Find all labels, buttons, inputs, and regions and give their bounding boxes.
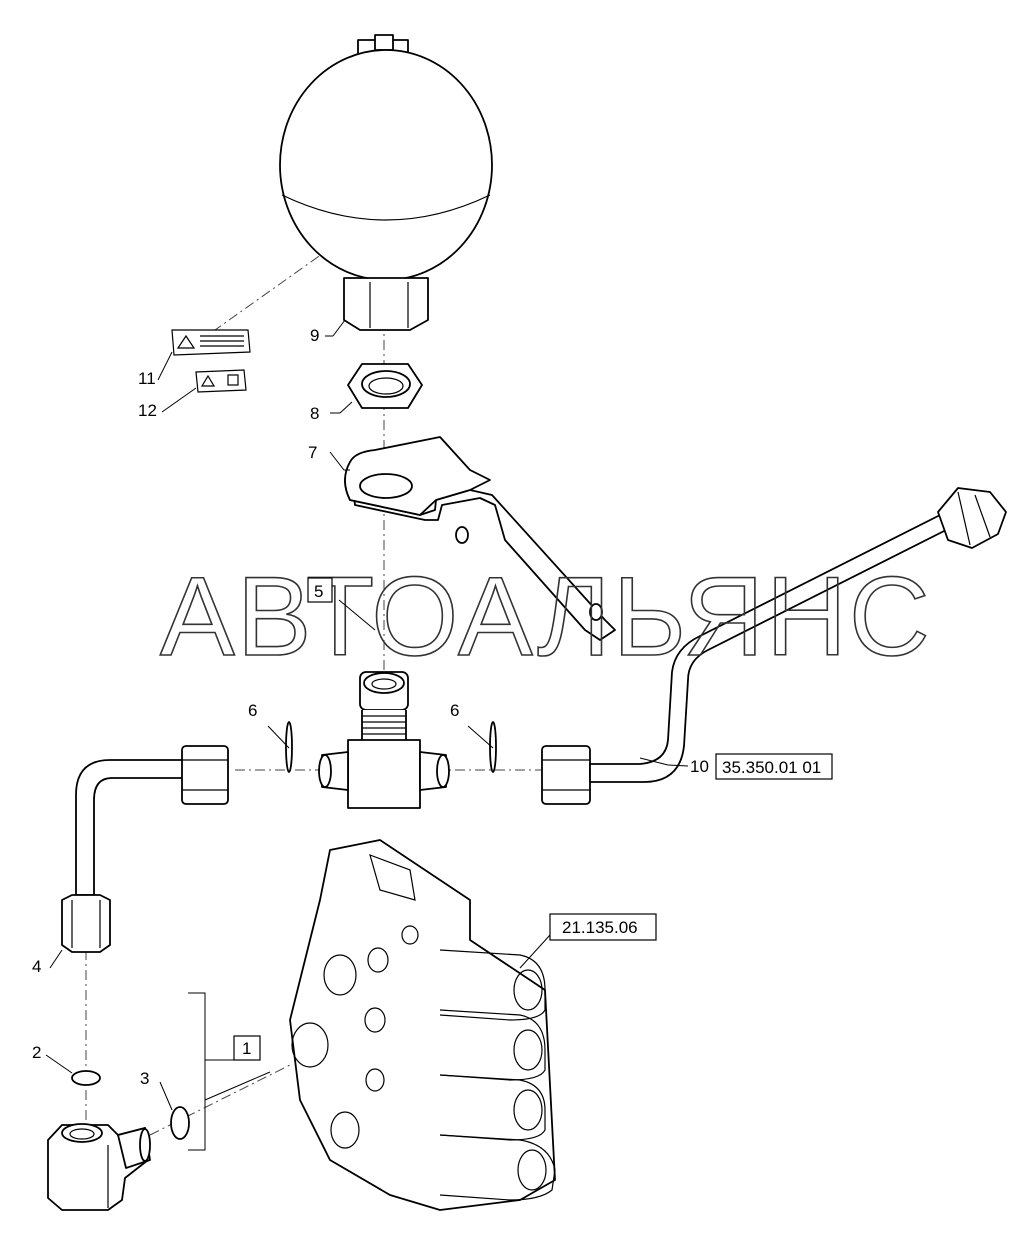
callouts: 9 8 7 5 6 6 11 12 10 35.350.01 01 21.135… bbox=[32, 326, 833, 1088]
valve-ref-box bbox=[549, 913, 657, 941]
callout-5-box bbox=[307, 577, 333, 603]
accumulator bbox=[279, 34, 493, 331]
pipe-ref: 35.350.01 01 bbox=[722, 758, 821, 777]
elbow-fitting bbox=[47, 1123, 151, 1211]
callout-6-right: 6 bbox=[450, 701, 459, 720]
callout-8: 8 bbox=[310, 404, 319, 423]
tee-fitting bbox=[318, 671, 450, 809]
callout-12: 12 bbox=[138, 401, 157, 420]
valve-ref: 21.135.06 bbox=[562, 918, 638, 937]
mounting-bracket bbox=[344, 436, 616, 641]
callout-11: 11 bbox=[138, 369, 156, 388]
callout-5: 5 bbox=[314, 582, 323, 601]
callout-3: 3 bbox=[140, 1069, 149, 1088]
callout-1: 1 bbox=[242, 1039, 251, 1058]
callout-4: 4 bbox=[32, 957, 41, 976]
o-ring-small bbox=[71, 1070, 101, 1086]
warning-label-11 bbox=[171, 329, 251, 356]
hex-nut bbox=[347, 363, 423, 409]
warning-label-12 bbox=[195, 369, 247, 393]
left-pipe bbox=[61, 745, 229, 953]
callout-6-left: 6 bbox=[248, 701, 257, 720]
o-rings bbox=[285, 721, 497, 773]
pipe-ref-box bbox=[715, 753, 833, 780]
right-pipe bbox=[541, 487, 1007, 805]
watermark-text: АВТОАЛЬЯНС bbox=[160, 554, 932, 679]
callout-10: 10 bbox=[690, 757, 709, 776]
callout-9: 9 bbox=[310, 326, 319, 345]
leader-lines bbox=[45, 319, 689, 1151]
callout-2: 2 bbox=[32, 1043, 41, 1062]
control-valve-block bbox=[289, 839, 556, 1211]
callout-1-box bbox=[233, 1035, 261, 1061]
callout-7: 7 bbox=[308, 443, 317, 462]
o-ring-large bbox=[170, 1106, 190, 1140]
